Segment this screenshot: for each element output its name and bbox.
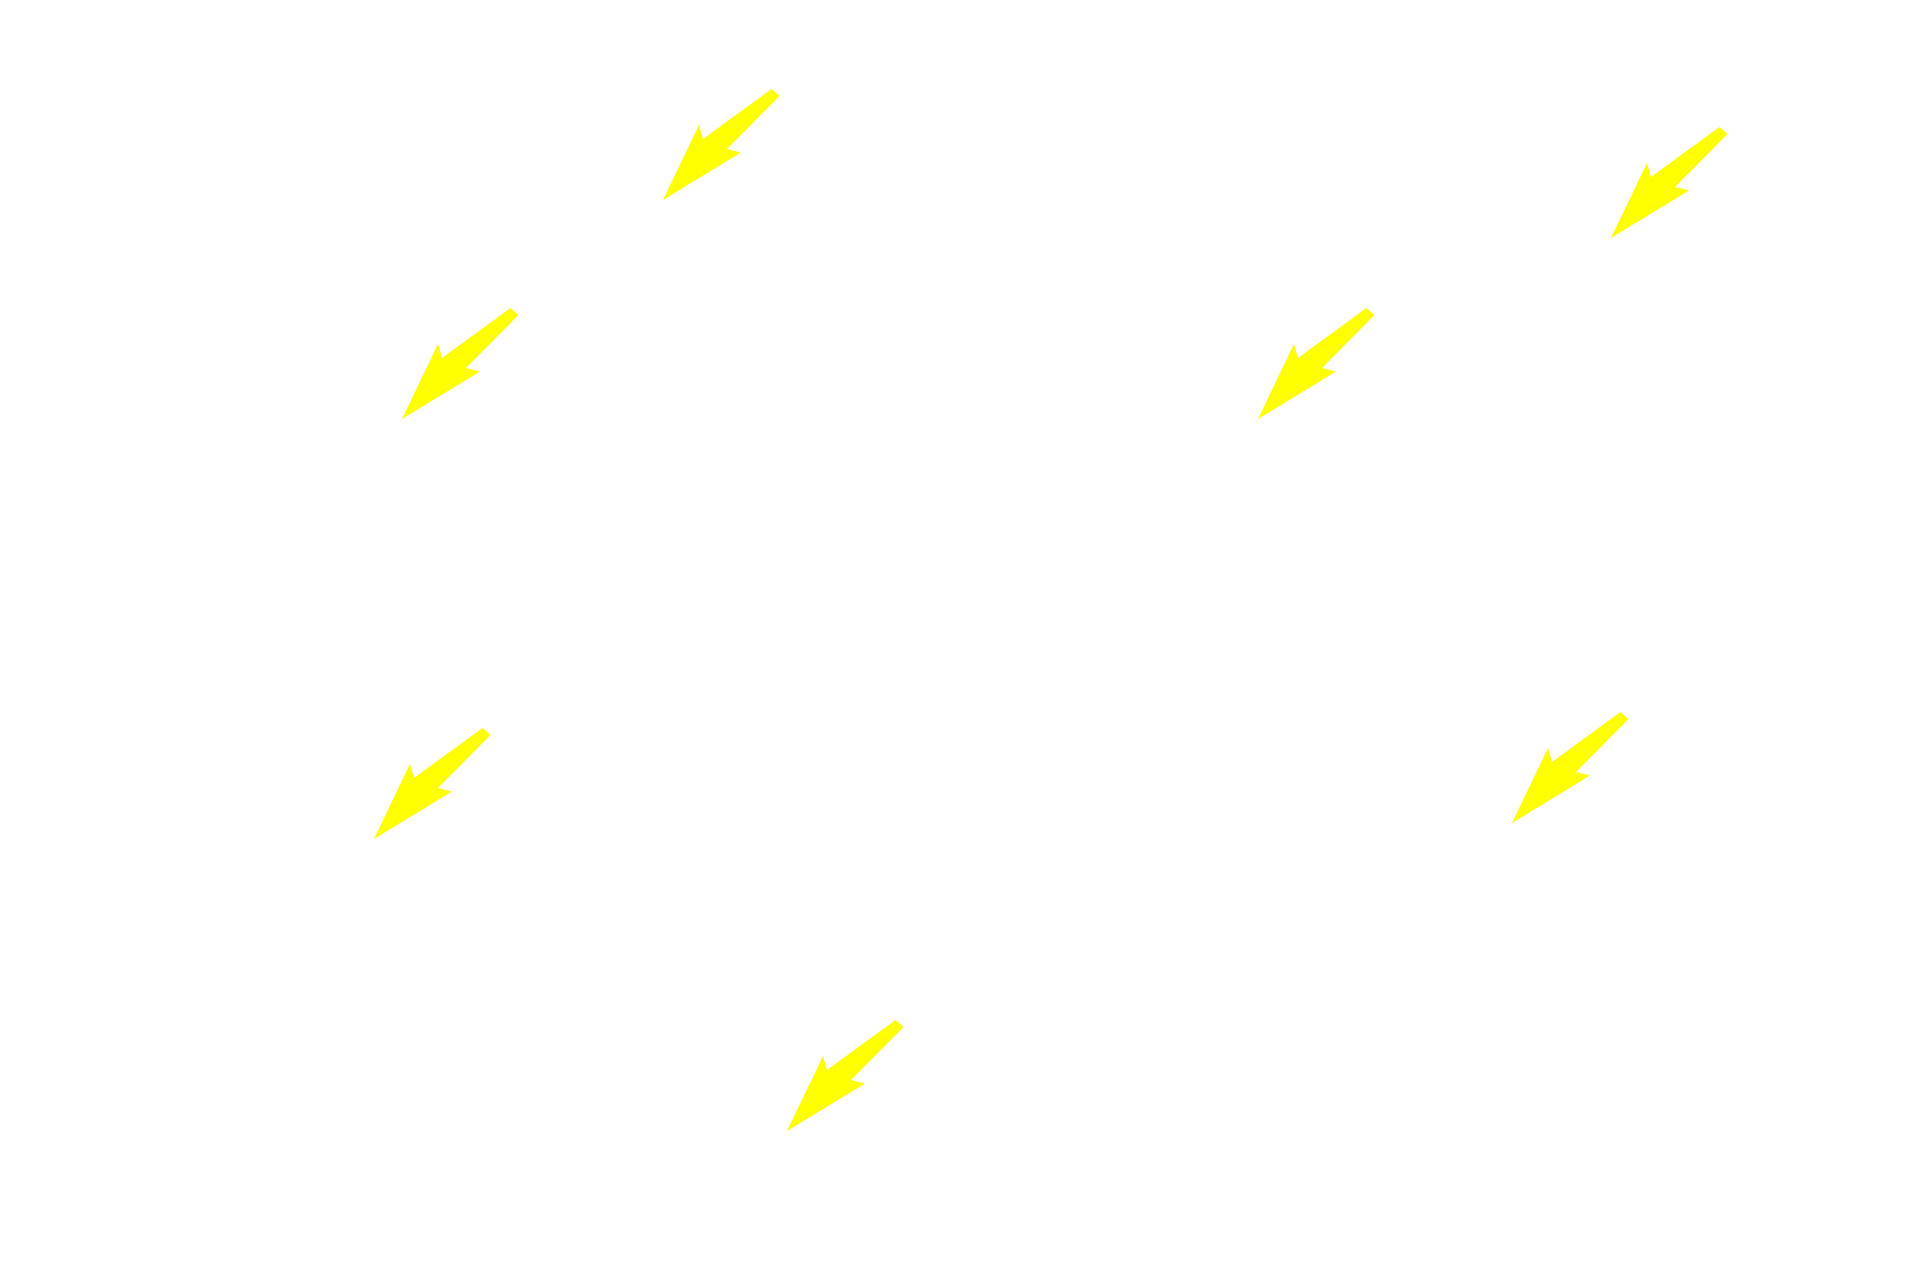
arrow-down-left-icon	[663, 89, 780, 200]
arrow-down-left-icon	[374, 728, 491, 839]
arrow-down-left-icon	[1258, 308, 1375, 419]
arrow-down-left-icon	[402, 308, 519, 419]
arrow-down-left-icon	[1512, 712, 1629, 823]
arrow-down-left-icon	[1611, 127, 1728, 238]
arrow-down-left-icon	[787, 1020, 904, 1131]
